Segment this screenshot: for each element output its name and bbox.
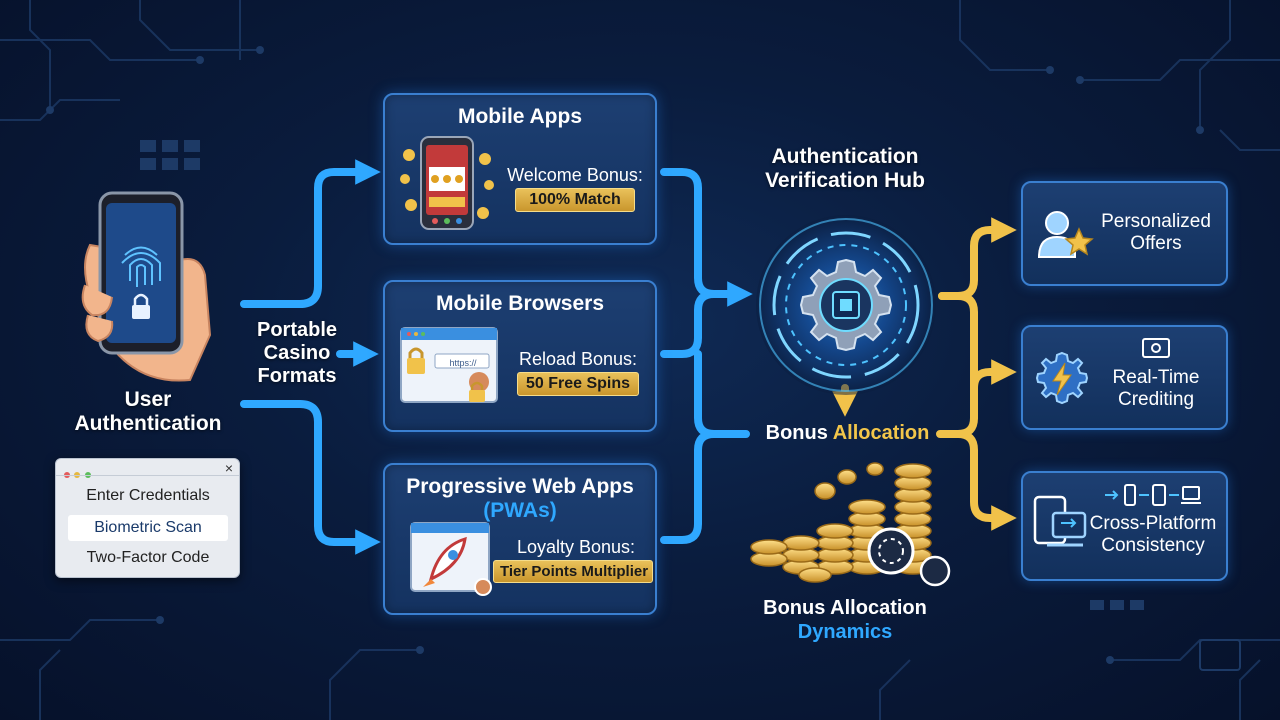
dynamics-line1: Bonus Allocation — [763, 597, 927, 619]
outcome-personalized-offers: Personalized Offers — [1021, 181, 1228, 286]
outcome-label: Real-Time Crediting — [1112, 367, 1200, 410]
coins-and-chips-icon — [750, 462, 951, 587]
phone-fingerprint-icon — [81, 191, 212, 382]
arrow-to-mobile-apps — [240, 159, 381, 308]
bonus-word: Bonus — [765, 422, 828, 444]
channel-pwas: Progressive Web Apps (PWAs) Loyalty Bonu… — [383, 463, 657, 615]
close-icon[interactable]: × — [224, 460, 233, 476]
gear-lightning-icon — [1035, 351, 1089, 405]
browser-url-text: https:// — [449, 358, 477, 368]
bonus-allocation-dynamics-title: Bonus Allocation Dynamics — [735, 596, 955, 644]
bonus-value-tag: 50 Free Spins — [517, 372, 639, 396]
portable-casino-formats-label: Portable Casino Formats — [256, 319, 338, 387]
window-controls — [64, 465, 91, 483]
window-divider — [56, 475, 239, 476]
channel-title: Mobile Apps — [457, 105, 583, 128]
bonus-value-tag: Tier Points Multiplier — [493, 560, 653, 583]
channel-mobile-apps: Mobile Apps Welcome Bonus: 100% Match — [383, 93, 657, 245]
channel-title: Mobile Browsers — [435, 292, 605, 315]
arrow-apps-to-hub — [660, 168, 753, 307]
gear-chip-hub-icon — [756, 215, 936, 395]
login-item-credentials[interactable]: Enter Credentials — [86, 487, 210, 504]
bonus-label: Welcome Bonus: — [507, 165, 643, 185]
outcome-label: Cross-Platform Consistency — [1089, 513, 1217, 556]
bonus-allocation-label: Bonus Allocation — [755, 422, 940, 445]
authentication-methods-window: × Enter Credentials Biometric Scan Two-F… — [55, 458, 240, 578]
wallet-icon — [1142, 338, 1170, 358]
allocation-word: Allocation — [832, 422, 930, 444]
hub-title: Authentication Verification Hub — [765, 145, 925, 193]
outcome-cross-platform-consistency: Cross-Platform Consistency — [1021, 471, 1228, 581]
channel-title: Progressive Web Apps — [406, 475, 634, 498]
arrow-to-personalized — [938, 217, 1017, 300]
arrow-to-crossplatform — [954, 430, 1017, 531]
login-item-two-factor[interactable]: Two-Factor Code — [86, 549, 210, 566]
multi-device-icon — [1033, 495, 1087, 547]
bonus-value-tag: 100% Match — [515, 188, 635, 212]
slot-machine-phone-icon — [400, 136, 494, 230]
login-item-biometric[interactable]: Biometric Scan — [68, 515, 228, 541]
outcome-label: Personalized Offers — [1101, 211, 1211, 254]
outcome-real-time-crediting: Real-Time Crediting — [1021, 325, 1228, 430]
bonus-label: Reload Bonus: — [518, 349, 638, 369]
secure-browser-icon — [400, 327, 498, 403]
rocket-app-icon — [410, 522, 492, 596]
dynamics-line2: Dynamics — [797, 621, 893, 643]
channel-mobile-browsers: Mobile Browsers https:// Reload Bonus: 5… — [383, 280, 657, 432]
user-star-icon — [1037, 211, 1094, 258]
sync-devices-icon — [1105, 484, 1201, 506]
arrow-to-pwas — [240, 400, 381, 555]
user-authentication-label: User Authentication — [74, 388, 222, 436]
bonus-label: Loyalty Bonus: — [516, 537, 636, 557]
arrow-pwas-to-hub — [660, 430, 750, 544]
arrow-browsers-to-hub — [660, 290, 718, 358]
channel-subtitle: (PWAs) — [483, 499, 557, 522]
